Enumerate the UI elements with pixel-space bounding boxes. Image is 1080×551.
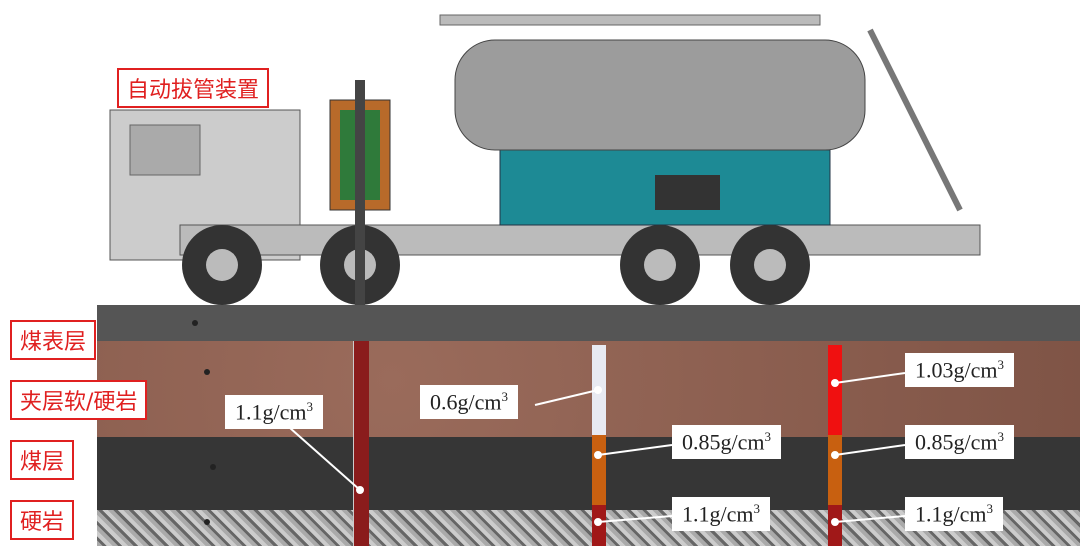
pipe-1 xyxy=(353,341,369,546)
pipe-2-top xyxy=(592,345,606,435)
device-label: 自动拔管装置 xyxy=(117,68,270,108)
stratum-label-coal-surface: 煤表层 xyxy=(10,320,97,360)
density-pipe3-mid: 0.85g/cm3 xyxy=(905,425,1014,460)
density-pipe2-mid: 0.85g/cm3 xyxy=(672,425,781,460)
solar-panels xyxy=(439,14,821,26)
cab-window xyxy=(129,124,201,176)
stratum-label-interlayer: 夹层软/硬岩 xyxy=(10,380,148,420)
tank xyxy=(454,39,866,151)
pipe-3-bot xyxy=(828,505,842,546)
pipe-3-top xyxy=(828,345,842,435)
stratum-label-hard-rock: 硬岩 xyxy=(10,500,75,540)
pump xyxy=(655,175,720,210)
pipe-3-mid xyxy=(828,435,842,505)
boom xyxy=(867,28,963,212)
density-pipe2-top: 0.6g/cm3 xyxy=(420,385,518,420)
coal-surface-layer xyxy=(97,305,1080,341)
pipe-2-bot xyxy=(592,505,606,546)
chassis xyxy=(179,224,981,256)
density-pipe3-top: 1.03g/cm3 xyxy=(905,353,1014,388)
truck-illustration xyxy=(109,14,981,305)
pipe-2-mid xyxy=(592,435,606,505)
density-pipe3-bot: 1.1g/cm3 xyxy=(905,497,1003,532)
pipe-1-above xyxy=(355,80,365,305)
density-pipe1: 1.1g/cm3 xyxy=(225,395,323,430)
density-pipe2-bot: 1.1g/cm3 xyxy=(672,497,770,532)
stratum-label-coal-seam: 煤层 xyxy=(10,440,75,480)
